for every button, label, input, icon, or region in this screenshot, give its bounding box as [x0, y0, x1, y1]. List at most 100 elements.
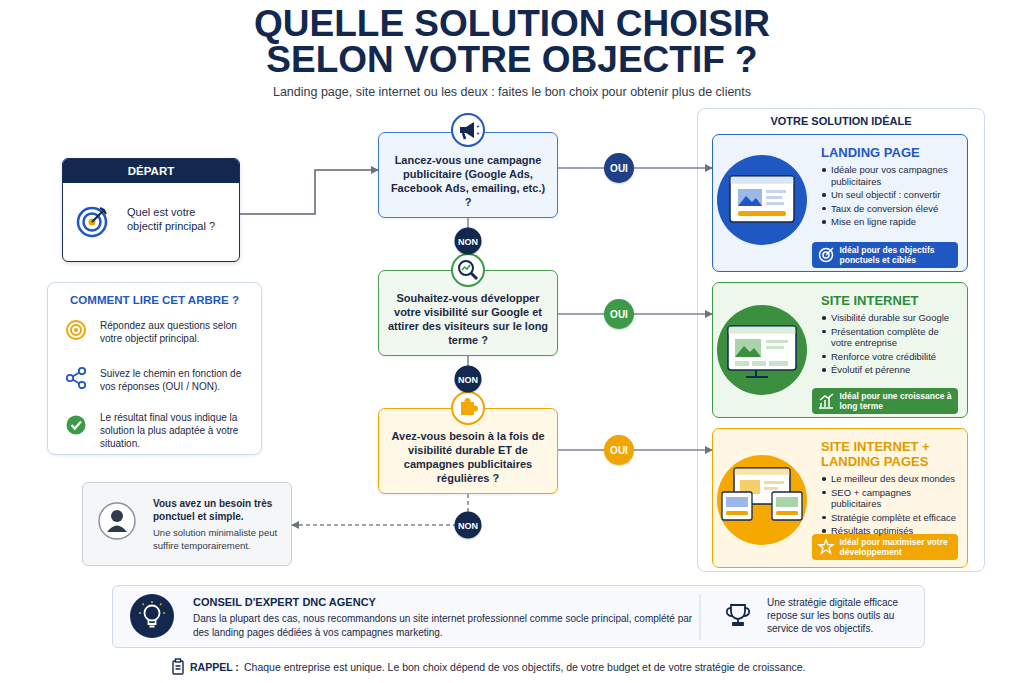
website-and-pages-illustration-part	[726, 497, 748, 507]
website-illustration-part	[717, 305, 807, 395]
bullet-item: Résultats optimisés	[821, 525, 961, 537]
node-text: Lancez-vous une campagne publicitaire (G…	[387, 151, 549, 211]
node-detail-text: Dans la plupart des cas, nous recommando…	[193, 612, 693, 640]
solution-card: Idéal pour maximiser votre développement…	[712, 428, 968, 568]
bullet-item: Visibilité durable sur Google	[821, 312, 961, 324]
person-icon	[99, 503, 135, 539]
bullet-text: Idéale pour vos campagnes publicitaires	[831, 164, 948, 187]
bullet-text: Un seul objectif : convertir	[831, 189, 940, 200]
bullet-dot	[822, 529, 826, 533]
clipboard-icon-part	[176, 666, 181, 669]
landing-page-illustration-part	[731, 177, 794, 184]
bullet-dot	[822, 168, 826, 172]
website-and-pages-illustration-part	[764, 481, 784, 484]
bullet-item: Présentation complète de votre entrepris…	[821, 326, 961, 349]
landing-page-illustration-part	[730, 176, 794, 222]
bullet-item: Taux de conversion élevé	[821, 203, 961, 215]
bullet-dot	[822, 477, 826, 481]
answer-badge: OUI	[604, 299, 634, 329]
bullet-dot	[822, 368, 826, 372]
badge-star-icon-part	[819, 540, 833, 553]
landing-page-illustration-part	[738, 196, 762, 206]
share-icon	[67, 368, 85, 388]
search-icon-part	[471, 273, 477, 279]
card-text-column: SITE INTERNET Visibilité durable sur Goog…	[821, 293, 961, 378]
fallback-box: Vous avez un besoin très ponctuel et sim…	[82, 482, 292, 566]
puzzle-icon	[452, 392, 484, 424]
answer-badge: OUI	[604, 153, 634, 183]
bullet-text: Mise en ligne rapide	[831, 216, 916, 227]
target-icon-part	[84, 214, 101, 231]
fit-badge: Idéal pour des objectifs ponctuels et ci…	[812, 242, 958, 268]
bullet-dot	[822, 491, 826, 495]
target-icon	[67, 321, 85, 339]
search-icon-part	[459, 261, 473, 275]
flow-connector	[467, 218, 469, 270]
answer-badge: NON	[455, 512, 482, 539]
dashed-connector	[292, 494, 468, 525]
website-and-pages-illustration-part	[726, 511, 748, 515]
bullet-dot	[822, 330, 826, 334]
trophy-icon-part	[733, 619, 743, 625]
question-box: Lancez-vous une campagne publicitaire (G…	[378, 132, 558, 218]
target-icon-part	[71, 325, 81, 335]
card-title: LANDING PAGE	[821, 145, 920, 160]
search-icon-part	[462, 265, 470, 270]
node-text: Idéal pour une croissance à long terme	[840, 388, 954, 414]
lightbulb-icon-part	[149, 620, 156, 627]
megaphone-icon-part	[477, 126, 479, 134]
bullet-text: Taux de conversion élevé	[831, 203, 938, 214]
solutions-panel: Idéal pour des objectifs ponctuels et ci…	[697, 108, 985, 572]
badge-target-icon-part	[823, 252, 829, 258]
node-text: Souhaitez-vous développer votre visibili…	[387, 289, 549, 349]
card-title-row: SITE INTERNET	[821, 293, 961, 308]
node-text: DÉPART	[63, 159, 239, 183]
share-icon-part	[70, 371, 82, 385]
bullet-text: Résultats optimisés	[831, 525, 913, 536]
node-text: Idéal pour des objectifs ponctuels et ci…	[840, 242, 954, 268]
bullet-dot	[822, 316, 826, 320]
website-and-pages-illustration-part	[764, 487, 778, 490]
bullet-item: Le meilleur des deux mondes	[821, 473, 961, 485]
clipboard-icon-part	[173, 661, 183, 674]
howto-box: COMMENT LIRE CET ARBRE ?Répondez aux que…	[47, 282, 262, 455]
node-text: Vous avez un besoin très ponctuel et sim…	[153, 497, 287, 523]
lightbulb-icon-part	[139, 601, 165, 613]
landing-page-illustration-part	[738, 211, 786, 216]
bullet-text: Présentation complète de votre entrepris…	[831, 326, 939, 349]
lightbulb-icon	[130, 594, 174, 638]
badge-target-icon-part	[820, 249, 833, 262]
website-illustration-part	[769, 361, 788, 366]
badge-chart-icon-part	[821, 397, 829, 407]
landing-page-illustration-part	[766, 196, 782, 199]
card-title-row: LANDING PAGE	[821, 145, 961, 160]
flow-connector	[558, 313, 712, 315]
website-illustration-part	[729, 327, 796, 334]
badge-chart-icon	[819, 394, 833, 408]
solution-card: Idéal pour des objectifs ponctuels et ci…	[712, 134, 968, 272]
target-icon	[78, 208, 106, 236]
node-text: Avez-vous besoin à la fois de visibilité…	[387, 427, 549, 487]
question-box: Souhaitez-vous développer votre visibili…	[378, 270, 558, 356]
answer-badge: OUI	[604, 435, 634, 465]
fit-badge: Idéal pour une croissance à long terme	[812, 388, 958, 414]
bullet-text: Évolutif et pérenne	[831, 364, 910, 375]
puzzle-icon-part	[461, 402, 474, 415]
node-text: COMMENT LIRE CET ARBRE ?	[48, 294, 261, 306]
flow-connector	[240, 170, 378, 214]
search-icon	[452, 254, 484, 286]
website-and-pages-illustration-part	[776, 511, 798, 515]
website-illustration-part	[735, 361, 749, 366]
landing-page-illustration-part	[766, 190, 786, 193]
card-title: SITE INTERNET	[821, 293, 919, 308]
lightbulb-icon-part	[145, 606, 160, 621]
node-detail-text: Une solution minimaliste peut suffire te…	[153, 527, 287, 552]
website-and-pages-illustration-part	[734, 468, 790, 504]
node-text: CONSEIL D'EXPERT DNC AGENCY	[193, 596, 376, 608]
trophy-icon	[727, 605, 749, 625]
fit-badge: Idéal pour maximiser votre développement	[812, 534, 958, 560]
website-and-pages-illustration-part	[735, 469, 790, 475]
tip-box: CONSEIL D'EXPERT DNC AGENCY Dans la plupa…	[112, 585, 925, 648]
bullet-text: SEO + campagnes publicitaires	[831, 487, 911, 510]
